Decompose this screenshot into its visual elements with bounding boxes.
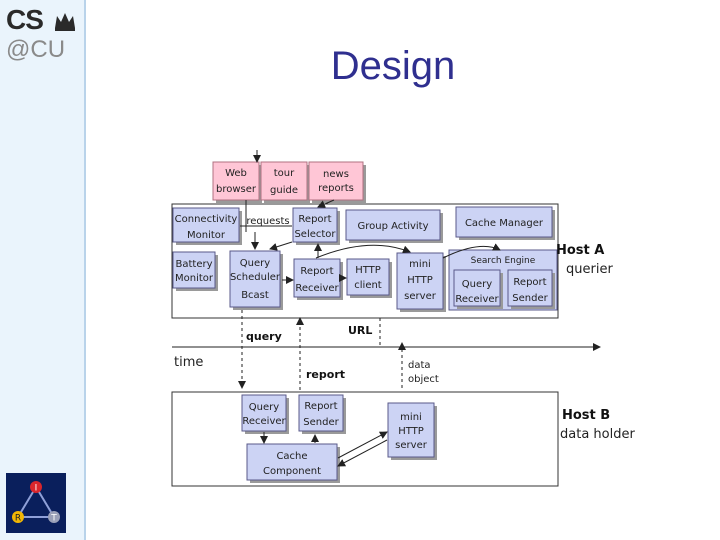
data-object-line2: object: [408, 374, 439, 385]
slide-title: Design: [330, 44, 456, 88]
cache-manager-label: Cache Manager: [465, 218, 544, 229]
host-b-report-sender: Report Sender: [298, 394, 346, 434]
host-b-mini-line1: mini: [400, 412, 422, 423]
host-b-report-sender-line2: Sender: [303, 417, 339, 428]
host-a-query-receiver-line1: Query: [462, 279, 492, 290]
http-client-line1: HTTP: [355, 265, 381, 276]
tour-guide-line2: guide: [270, 185, 298, 196]
query-scheduler-line3: Bcast: [241, 290, 269, 301]
report-receiver: Report Receiver: [293, 258, 343, 300]
host-b-name: Host B: [562, 408, 610, 423]
app-news-reports: news reports: [308, 161, 366, 203]
cache-component-line1: Cache: [276, 451, 307, 462]
battery-monitor: Battery Monitor: [172, 251, 218, 291]
host-a-mini-line1: mini: [409, 259, 431, 270]
web-browser-line2: browser: [216, 184, 257, 195]
url-label: URL: [348, 324, 372, 337]
irt-logo: I R T: [6, 473, 66, 533]
battery-line1: Battery: [175, 259, 212, 270]
time-label: time: [174, 355, 203, 370]
irt-logo-i: I: [35, 484, 38, 494]
app-web-browser: Web browser: [212, 161, 262, 203]
query-scheduler: Query Scheduler Bcast: [229, 250, 283, 310]
battery-line2: Monitor: [175, 273, 214, 284]
irt-logo-r: R: [15, 514, 21, 524]
host-b-mini-line3: server: [395, 440, 428, 451]
report-selector-line1: Report: [298, 214, 331, 225]
host-a-report-sender: Report Sender: [507, 269, 555, 309]
host-a-report-sender-line2: Sender: [512, 293, 548, 304]
search-engine-label: Search Engine: [471, 256, 536, 266]
sidebar: CS @CU I R T: [0, 0, 86, 540]
requests-label: requests: [246, 216, 289, 227]
host-a-report-sender-line1: Report: [513, 277, 546, 288]
connectivity-line2: Monitor: [187, 230, 226, 241]
cs-logo-text: CS: [6, 4, 44, 35]
query-scheduler-line2: Scheduler: [230, 272, 281, 283]
report-label: report: [306, 368, 345, 381]
host-b-mini-line2: HTTP: [398, 426, 424, 437]
host-b-query-receiver: Query Receiver: [241, 394, 289, 434]
report-selector-line2: Selector: [294, 229, 336, 240]
connectivity-monitor: Connectivity Monitor: [172, 207, 242, 245]
report-receiver-line1: Report: [300, 266, 333, 277]
web-browser-line1: Web: [225, 168, 247, 179]
news-to-selector: [317, 199, 335, 208]
host-a-query-receiver-line2: Receiver: [455, 294, 499, 305]
host-a-mini-http-server: mini HTTP server: [396, 252, 446, 312]
group-activity: Group Activity: [345, 209, 443, 243]
host-b-query-receiver-line2: Receiver: [242, 416, 286, 427]
cache-component-line2: Component: [263, 466, 321, 477]
connectivity-line1: Connectivity: [175, 214, 238, 225]
cache-manager: Cache Manager: [455, 206, 555, 240]
app-tour-guide: tour guide: [260, 161, 310, 203]
host-b-container: [171, 391, 559, 487]
report-selector: Report Selector: [292, 207, 340, 245]
host-a-mini-line2: HTTP: [407, 275, 433, 286]
host-b-mini-http-server: mini HTTP server: [387, 402, 437, 460]
tour-guide-line1: tour: [274, 168, 295, 179]
irt-logo-t: T: [50, 514, 57, 524]
host-b-role: data holder: [560, 427, 635, 442]
cu-logo-text: @CU: [6, 36, 66, 63]
data-object-line1: data: [408, 360, 431, 371]
host-a-name: Host A: [556, 243, 604, 258]
news-reports-line1: news: [323, 169, 349, 180]
http-client-line2: client: [354, 280, 382, 291]
curve-to-mini-http: [315, 244, 411, 259]
host-b-query-receiver-line1: Query: [249, 402, 279, 413]
news-reports-line2: reports: [318, 183, 354, 194]
host-a-query-receiver: Query Receiver: [453, 269, 503, 309]
host-a-mini-line3: server: [404, 291, 437, 302]
group-activity-label: Group Activity: [357, 221, 428, 232]
crown-icon: [55, 13, 75, 31]
host-b-report-sender-line1: Report: [304, 401, 337, 412]
http-client: HTTP client: [346, 258, 392, 298]
query-label: query: [246, 330, 282, 343]
cache-component: Cache Component: [246, 443, 340, 483]
host-a-role: querier: [566, 262, 613, 277]
report-receiver-line2: Receiver: [295, 283, 339, 294]
query-scheduler-line1: Query: [240, 258, 270, 269]
